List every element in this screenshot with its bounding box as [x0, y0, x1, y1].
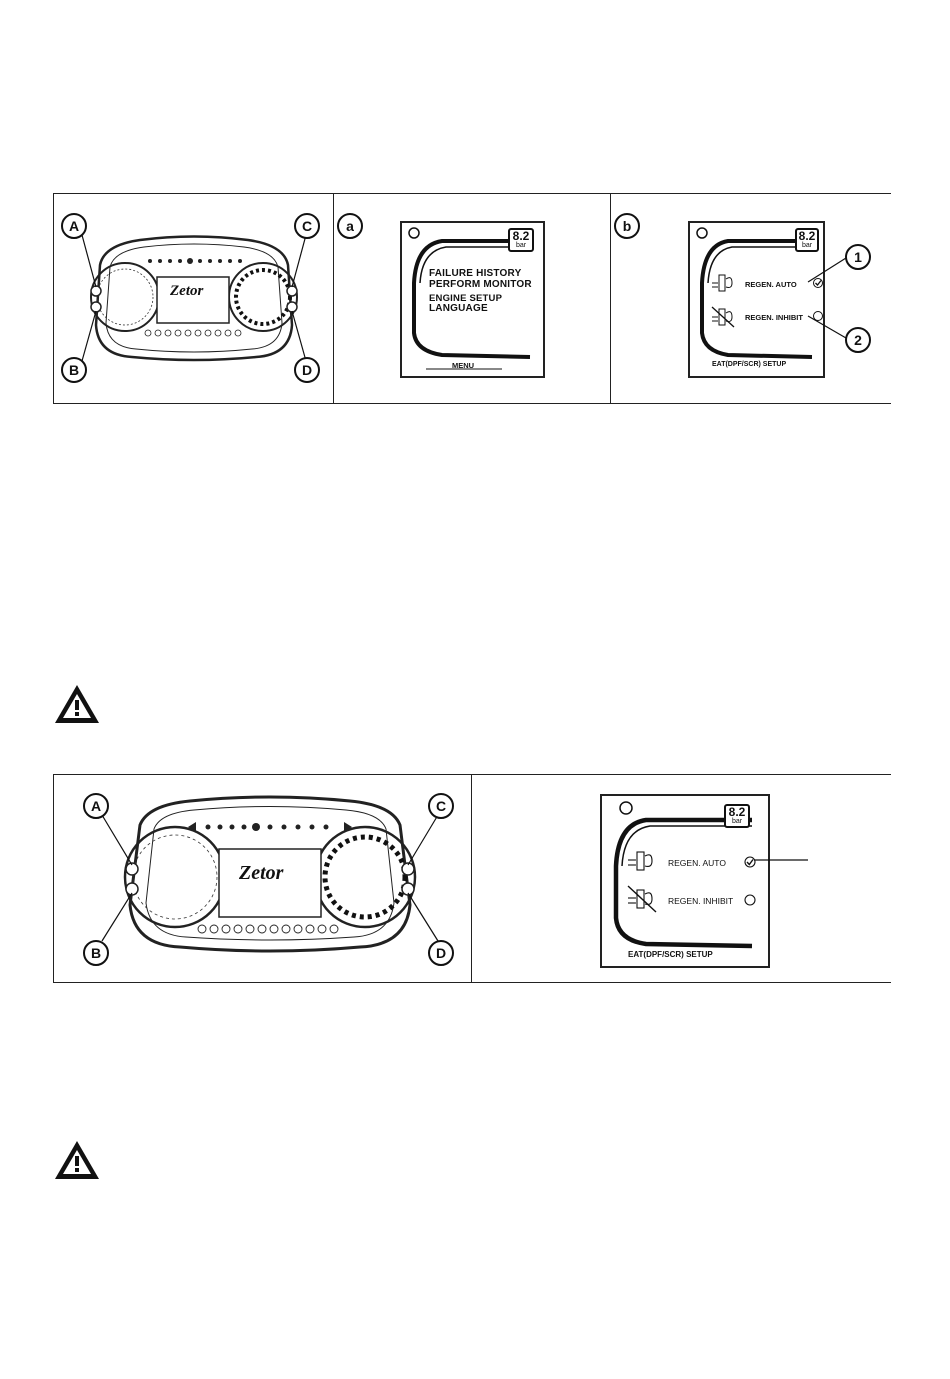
pressure-unit: bar: [510, 242, 532, 249]
pressure-badge: 8.2 bar: [724, 804, 750, 828]
dash-label-b: B: [61, 357, 87, 383]
callout-leader: [750, 852, 810, 866]
warning-triangle-icon: [53, 1139, 101, 1181]
callout-1: 1: [845, 244, 871, 270]
warning-triangle-icon: [53, 683, 101, 725]
brand-logo: Zetor: [170, 283, 203, 300]
option-regen-inhibit[interactable]: REGEN. INHIBIT: [668, 896, 733, 906]
dpf-regen-icon: [712, 275, 732, 291]
dash-label-a: A: [61, 213, 87, 239]
dashboard-illustration: [60, 205, 328, 395]
dash-label-d: D: [294, 357, 320, 383]
pressure-badge: 8.2 bar: [508, 228, 534, 252]
dash-label-c: C: [428, 793, 454, 819]
screen-footer-eat-setup: EAT(DPF/SCR) SETUP: [712, 361, 786, 368]
eat-setup-screen: 8.2 bar REGEN. AUTO REGEN. INHIBIT EAT(D…: [600, 794, 770, 968]
dpf-regen-inhibit-icon: [712, 307, 734, 327]
option-regen-auto[interactable]: REGEN. AUTO: [668, 858, 726, 868]
dash-label-c: C: [294, 213, 320, 239]
dash-label-d: D: [428, 940, 454, 966]
panel-label-b: b: [614, 213, 640, 239]
dpf-regen-icon: [628, 852, 652, 870]
menu-item-perform-monitor[interactable]: PERFORM MONITOR: [429, 279, 532, 290]
figure-1-divider-2: [610, 193, 611, 403]
pressure-value: 8.2: [726, 806, 748, 818]
dash-label-a: A: [83, 793, 109, 819]
figure-2-divider: [471, 774, 472, 982]
panel-label-a: a: [337, 213, 363, 239]
brand-logo: Zetor: [239, 862, 283, 885]
empty-circle-icon: [745, 895, 755, 905]
figure-1-divider-1: [333, 193, 334, 403]
menu-item-language[interactable]: LANGUAGE: [429, 303, 488, 314]
callout-2: 2: [845, 327, 871, 353]
pressure-value: 8.2: [510, 230, 532, 242]
menu-item-failure-history[interactable]: FAILURE HISTORY: [429, 268, 521, 279]
dpf-regen-inhibit-icon: [628, 886, 656, 912]
pressure-unit: bar: [726, 818, 748, 825]
menu-screen: 8.2 bar FAILURE HISTORY PERFORM MONITOR …: [400, 221, 545, 378]
dash-label-b: B: [83, 940, 109, 966]
screen-footer-eat-setup: EAT(DPF/SCR) SETUP: [628, 950, 713, 959]
screen-footer-menu: MENU: [452, 361, 474, 370]
